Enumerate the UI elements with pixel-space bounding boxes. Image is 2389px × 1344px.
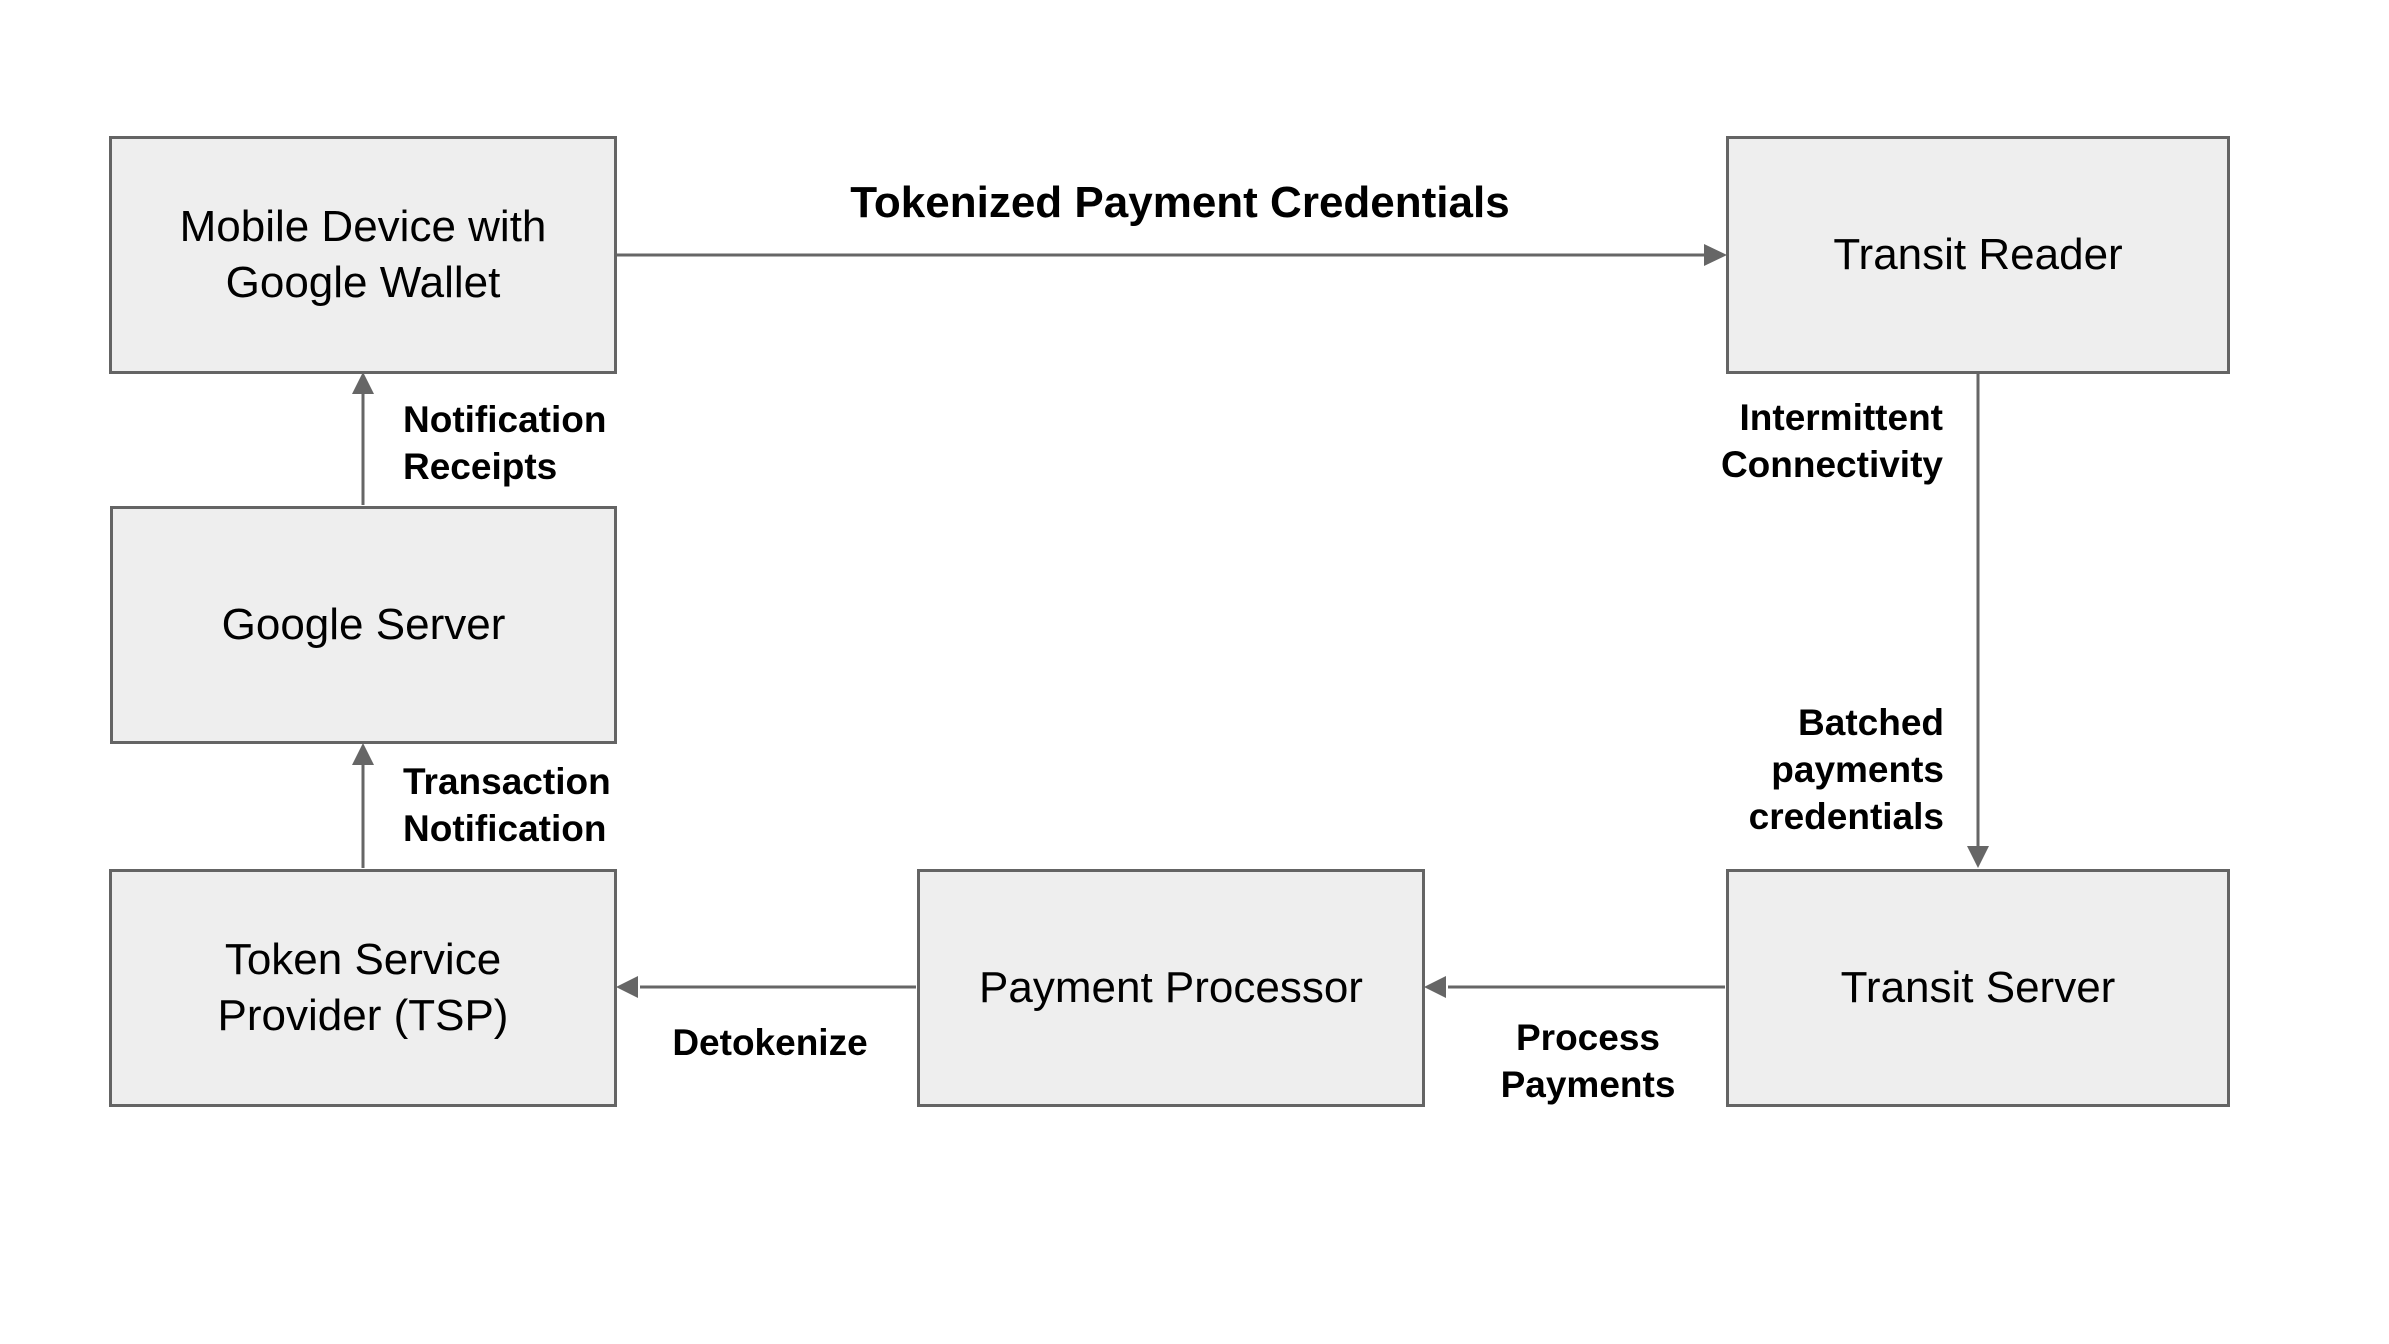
arrowhead-left-icon	[616, 976, 638, 998]
node-label-line: Token Service	[224, 935, 502, 984]
edge-label-line: Notification	[403, 399, 607, 440]
node-label-line: Transit Reader	[1833, 230, 2123, 279]
edge-label-line: Batched	[1798, 702, 1944, 743]
arrowhead-up-icon	[352, 743, 374, 765]
node-label-line: Provider (TSP)	[217, 991, 509, 1040]
edge-label-line: credentials	[1748, 796, 1944, 837]
edge-label-line: Intermittent	[1739, 397, 1944, 438]
node-label: Token Service Provider (TSP)	[218, 932, 509, 1044]
arrow-detokenize	[616, 976, 916, 998]
arrow-notification-receipts	[352, 372, 374, 505]
node-transit-server: Transit Server	[1726, 869, 2230, 1107]
edge-label-line: Notification	[403, 808, 607, 849]
arrowhead-left-icon	[1424, 976, 1446, 998]
edge-label-intermittent-connectivity: Intermittent Connectivity	[1721, 394, 1943, 488]
arrowhead-up-icon	[352, 372, 374, 394]
node-label-line: Transit Server	[1840, 963, 2116, 1012]
arrowhead-down-icon	[1967, 846, 1989, 868]
arrow-tokenized-payment-credentials	[617, 244, 1727, 266]
edge-label-line: Receipts	[403, 446, 558, 487]
node-transit-reader: Transit Reader	[1726, 136, 2230, 374]
edge-label-line: payments	[1771, 749, 1944, 790]
node-label: Mobile Device with Google Wallet	[180, 199, 547, 311]
node-label: Transit Reader	[1833, 227, 2122, 283]
edge-label-line: Detokenize	[672, 1022, 868, 1063]
edge-label-transaction-notification: Transaction Notification	[403, 758, 611, 852]
node-label-line: Mobile Device with	[179, 202, 547, 251]
arrow-transaction-notification	[352, 743, 374, 868]
edge-label-line: Transaction	[403, 761, 611, 802]
edge-label-detokenize: Detokenize	[672, 1019, 867, 1066]
arrow-intermittent-connectivity	[1967, 374, 1989, 868]
edge-label-batched-payments-credentials: Batched payments credentials	[1749, 699, 1944, 840]
edge-label-line: Tokenized Payment Credentials	[850, 178, 1510, 227]
node-label-line: Google Wallet	[225, 258, 501, 307]
edge-label-line: Payments	[1500, 1064, 1676, 1105]
node-google-server: Google Server	[110, 506, 617, 744]
edge-label-tokenized-payment-credentials: Tokenized Payment Credentials	[850, 176, 1509, 230]
arrow-process-payments	[1424, 976, 1725, 998]
arrowhead-right-icon	[1704, 244, 1727, 266]
node-token-service-provider: Token Service Provider (TSP)	[109, 869, 617, 1107]
node-label-line: Payment Processor	[979, 963, 1363, 1012]
edge-label-notification-receipts: Notification Receipts	[403, 396, 606, 490]
node-mobile-device: Mobile Device with Google Wallet	[109, 136, 617, 374]
edge-label-line: Connectivity	[1720, 444, 1943, 485]
node-label: Transit Server	[1841, 960, 2116, 1016]
edge-label-line: Process	[1516, 1017, 1660, 1058]
node-label: Payment Processor	[979, 960, 1363, 1016]
node-label-line: Google Server	[221, 600, 506, 649]
node-payment-processor: Payment Processor	[917, 869, 1425, 1107]
edge-label-process-payments: Process Payments	[1501, 1014, 1676, 1108]
node-label: Google Server	[222, 597, 506, 653]
